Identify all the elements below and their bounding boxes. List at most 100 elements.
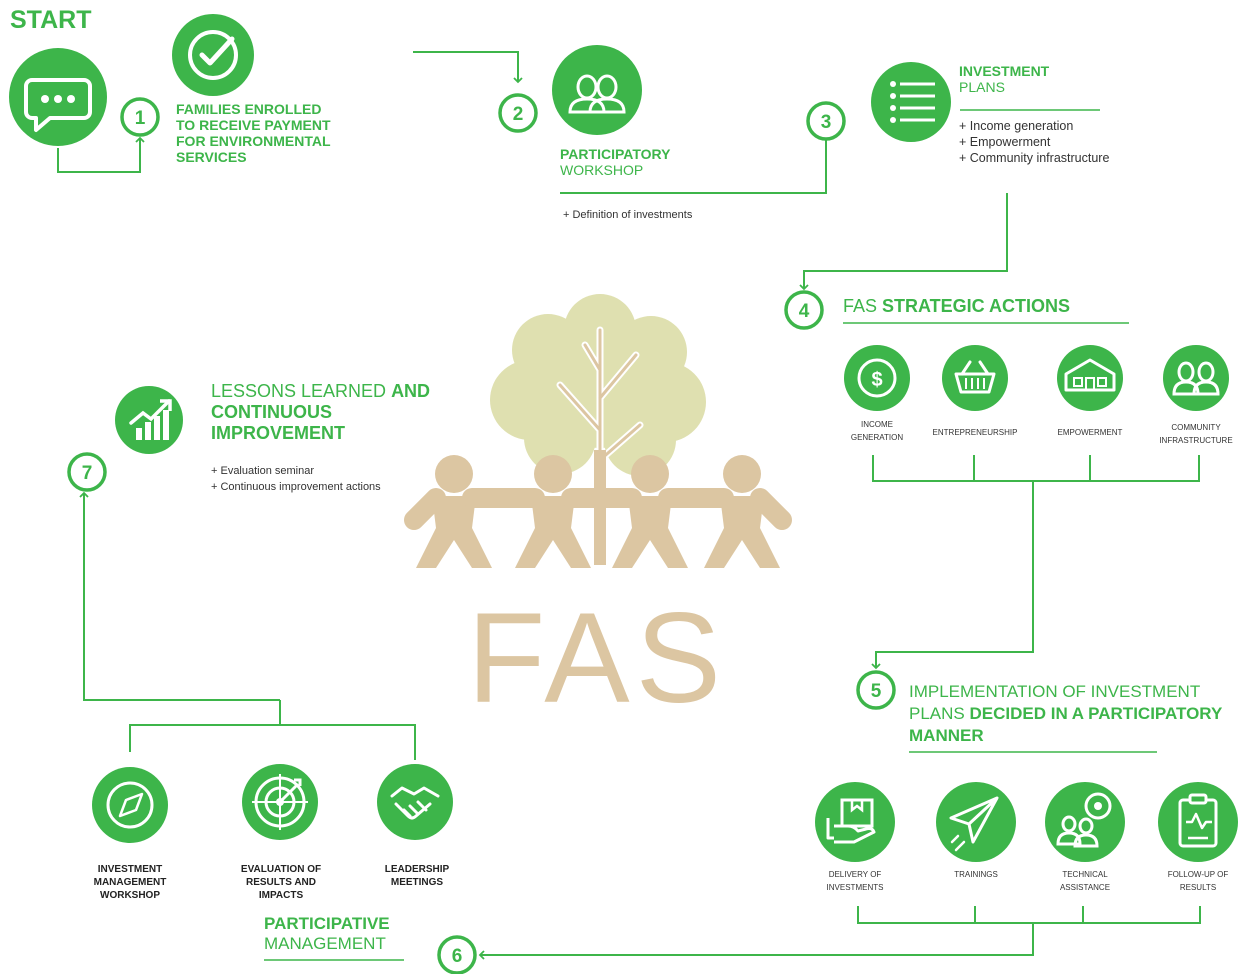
svg-text:$: $ [871, 369, 882, 391]
svg-text:1: 1 [135, 108, 146, 129]
step3-title: INVESTMENT [959, 63, 1050, 79]
connector-4-to-5 [873, 455, 1200, 668]
step1-title-line: FAMILIES ENROLLED [176, 101, 322, 117]
caption-line: INVESTMENT [97, 864, 163, 875]
bullet-item: + Continuous improvement actions [211, 481, 381, 493]
step2-bullets: + Definition of investments [563, 207, 692, 223]
handshake-icon [377, 764, 453, 840]
caption-line: INCOME [861, 420, 893, 429]
step5-title-line3-bold: MANNER [909, 726, 984, 745]
svg-text:6: 6 [452, 946, 463, 967]
connector-6-to-7 [84, 493, 416, 760]
caption-line: TECHNICAL [1062, 870, 1108, 879]
caption-line: RESULTS AND [246, 877, 316, 888]
step4-title-bold: STRATEGIC ACTIONS [882, 296, 1071, 316]
caption-line: INFRASTRUCTURE [1159, 436, 1233, 445]
svg-text:2: 2 [513, 104, 524, 125]
caption-line: MANAGEMENT [93, 877, 167, 888]
caption-line: WORKSHOP [100, 890, 160, 901]
step-number-1: 1 [120, 97, 160, 137]
caption-line: ASSISTANCE [1059, 883, 1111, 892]
basket-icon [942, 345, 1008, 411]
caption-line: DELIVERY OF [828, 870, 882, 879]
step-number-4: 4 [784, 290, 824, 330]
caption-line: FOLLOW-UP OF [1167, 870, 1229, 879]
step7-title: LESSONS LEARNED AND CONTINUOUS IMPROVEME… [211, 381, 430, 444]
action-caption-income: INCOME GENERATION [832, 418, 922, 444]
svg-text:5: 5 [871, 681, 882, 702]
step7-bullets: + Evaluation seminar + Continuous improv… [211, 463, 381, 495]
underlines [264, 109, 1157, 961]
clipboard-icon [1158, 782, 1238, 862]
caption-line: IMPACTS [258, 890, 304, 901]
bullet-item: + Evaluation seminar [211, 465, 315, 477]
step3-subtitle: PLANS [959, 79, 1005, 95]
paper-person [416, 455, 492, 568]
connector-1-to-2 [413, 51, 523, 84]
step7-title-line1: LESSONS LEARNED [211, 381, 392, 401]
step5-title-line2-bold: DECIDED IN A PARTICIPATORY [969, 704, 1223, 723]
svg-text:3: 3 [821, 112, 832, 133]
svg-text:7: 7 [82, 463, 93, 484]
caption-line: TRAININGS [954, 870, 998, 879]
step3-bullets: + Income generation + Empowerment + Comm… [959, 118, 1109, 166]
step5-title-line1: IMPLEMENTATION OF INVESTMENT [909, 682, 1201, 701]
dollar-icon: $ [844, 345, 910, 411]
step3-heading: INVESTMENT PLANS [959, 63, 1049, 95]
caption-line: COMMUNITY [1171, 423, 1221, 432]
step4-title: FAS STRATEGIC ACTIONS [843, 295, 1070, 317]
caption-line: EVALUATION OF [240, 864, 322, 875]
paper-person [612, 455, 688, 568]
bullet-item: + Empowerment [959, 135, 1051, 149]
item-caption-delivery: DELIVERY OF INVESTMENTS [810, 868, 900, 894]
step-number-3: 3 [806, 101, 846, 141]
participants-icon [552, 45, 642, 135]
step5-title-line2: PLANS [909, 704, 970, 723]
caption-line: INVESTMENTS [826, 883, 884, 892]
step2-subtitle: WORKSHOP [560, 162, 644, 178]
step-number-2: 2 [498, 93, 538, 133]
connectors [57, 51, 1201, 955]
step1-title-line: SERVICES [176, 149, 247, 165]
bullet-item: + Income generation [959, 119, 1074, 133]
connector-3-to-4 [799, 193, 1008, 291]
logo-text: FAS [467, 587, 727, 730]
caption-line: GENERATION [850, 433, 904, 442]
step1-title-line: TO RECEIVE PAYMENT [176, 117, 331, 133]
bullet-item: + Definition of investments [563, 209, 693, 221]
house-icon [1057, 345, 1123, 411]
step7-title-line2: CONTINUOUS [211, 402, 332, 422]
action-caption-community: COMMUNITY INFRASTRUCTURE [1146, 421, 1246, 447]
caption-line: MEETINGS [390, 877, 444, 888]
paper-plane-icon [936, 782, 1016, 862]
start-label: START [10, 6, 92, 34]
chat-bubble-icon [9, 48, 107, 146]
linked-arms [404, 488, 792, 530]
bullet-item: + Community infrastructure [959, 151, 1110, 165]
paper-person [515, 455, 591, 568]
paper-person [704, 455, 780, 568]
step7-title-line3: IMPROVEMENT [211, 423, 346, 443]
caption-line: ENTREPRENEURSHIP [932, 428, 1018, 437]
people-icon [1163, 345, 1229, 411]
step-number-6: 6 [437, 935, 477, 974]
step2-heading: PARTICIPATORY WORKSHOP [560, 146, 670, 178]
growth-chart-icon [115, 386, 183, 454]
people-chain [404, 455, 792, 568]
item-caption-investment-workshop: INVESTMENT MANAGEMENT WORKSHOP [74, 863, 186, 902]
list-icon [871, 62, 951, 142]
step1-title: FAMILIES ENROLLED TO RECEIVE PAYMENT FOR… [176, 101, 331, 165]
step-number-5: 5 [856, 670, 896, 710]
item-caption-trainings: TRAININGS [936, 868, 1016, 881]
svg-text:4: 4 [799, 301, 810, 322]
action-caption-entrepreneurship: ENTREPRENEURSHIP [920, 426, 1030, 439]
caption-line: LEADERSHIP [384, 864, 450, 875]
number-badges: 1 2 3 4 5 6 7 [67, 93, 896, 974]
caption-line: RESULTS [1179, 883, 1217, 892]
support-icon [1045, 782, 1125, 862]
fas-logo: FAS [404, 294, 792, 730]
step1-title-line: FOR ENVIRONMENTAL [176, 133, 331, 149]
step6-subtitle: MANAGEMENT [264, 934, 386, 953]
step5-title: IMPLEMENTATION OF INVESTMENT PLANS DECID… [909, 681, 1222, 747]
